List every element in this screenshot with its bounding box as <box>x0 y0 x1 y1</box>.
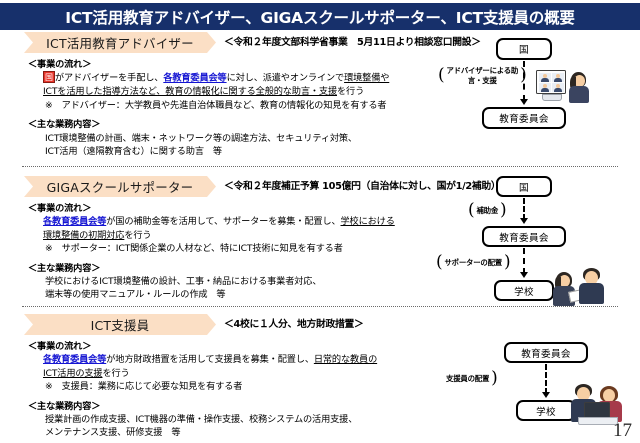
section-body-3: ＜事業の流れ＞ 各教育委員会等が地方財政措置を活用して支援員を募集・配置し、日常… <box>28 339 448 440</box>
section-body-1: ＜事業の流れ＞ 国がアドバイザーを手配し、各教育委員会等に対し、派遣やオンライン… <box>28 57 448 158</box>
link-boards-of-education-1: 各教育委員会等 <box>163 72 227 84</box>
section-divider-2 <box>22 306 618 307</box>
section-body-2: ＜事業の流れ＞ 各教育委員会等が国の補助金等を活用して、サポーターを募集・配置し… <box>28 201 448 302</box>
diagram-edge-label-text-3: 支援員の配置 <box>446 373 490 383</box>
duties-line-2-2: 端末等の使用マニュアル・ルールの作成 等 <box>45 289 226 301</box>
flow-line-2-1: 各教育委員会等が国の補助金等を活用して、サポーターを募集・配置し、学校における <box>43 216 395 228</box>
flow-heading-2: ＜事業の流れ＞ <box>28 203 92 214</box>
person-viewer-icon <box>567 72 591 103</box>
link-boards-of-education-3: 各教育委員会等 <box>43 354 107 366</box>
pc-base-icon <box>578 417 618 425</box>
link-boards-of-education-2: 各教育委員会等 <box>43 216 107 228</box>
duties-heading-1: ＜主な業務内容＞ <box>28 119 101 131</box>
bracket-right-icon: ) <box>520 65 527 85</box>
diagram-arrow-line-2a <box>523 198 525 220</box>
flow-line-1-2: ICTを活用した指導方法など、教育の情報化に関する全般的な助言・支援を行う <box>43 86 365 98</box>
flow-heading-3: ＜事業の流れ＞ <box>28 341 92 352</box>
section-note-3: ＜4校に１人分、地方財政措置＞ <box>224 319 364 330</box>
flow-note-1: ※ アドバイザー：大学教員や先進自治体職員など、教育の情報化の知見を有する者 <box>45 99 387 111</box>
diagram-edge-label-text-2a: 補助金 <box>476 205 499 215</box>
diagram-arrow-line-3 <box>545 364 547 394</box>
duties-line-1-1: ICT環境整備の計画、端末・ネットワーク等の調達方法、セキュリティ対策、 <box>45 132 357 144</box>
video-conference-illustration <box>536 70 596 104</box>
flow-note-3: ※ 支援員：業務に応じて必要な知見を有する者 <box>45 381 243 393</box>
diagram-arrow-head-3 <box>542 392 550 398</box>
section-banner-3: ICT支援員 <box>24 314 216 335</box>
diagram-arrow-head-1 <box>520 99 528 105</box>
section-banner-1: ICT活用教育アドバイザー <box>24 32 216 53</box>
diagram-node-country-2: 国 <box>496 176 552 197</box>
section-banner-label-3: ICT支援員 <box>90 318 150 333</box>
diagram-arrow-line-1 <box>523 61 525 101</box>
bracket-left-icon: ( <box>436 252 443 272</box>
flow-line-3-2: ICT活用の支援を行う <box>43 367 130 379</box>
bracket-right-icon: ) <box>503 252 511 272</box>
section-note-1: ＜令和２年度文部科学省事業 5月11日より相談窓口開設＞ <box>224 37 481 48</box>
diagram-arrow-head-2a <box>520 218 528 224</box>
diagram-edge-label-3: 支援員の配置 ) <box>446 370 498 387</box>
flow-line-1-1: 国がアドバイザーを手配し、各教育委員会等に対し、派遣やオンラインで環境整備や <box>43 71 390 84</box>
flow-note-2: ※ サポーター：ICT関係企業の人材など、特にICT技術に知見を有する者 <box>45 243 343 255</box>
section-banner-2: GIGAスクールサポーター <box>24 176 216 197</box>
diagram-arrow-head-2b <box>520 272 528 278</box>
handover-illustration <box>552 268 612 306</box>
bracket-left-icon: ( <box>468 200 475 220</box>
duties-line-2-1: 学校におけるICT環境整備の設計、工事・納品における事業者対応、 <box>45 276 322 288</box>
diagram-node-country-1: 国 <box>496 38 552 60</box>
diagram-3: 教育委員会 学校 支援員の配置 ) <box>446 312 640 443</box>
section-ict-support-staff: ICT支援員 ＜4校に１人分、地方財政措置＞ ＜事業の流れ＞ 各教育委員会等が地… <box>0 312 640 443</box>
slide-title-bar: ICT活用教育アドバイザー、GIGAスクールサポーター、ICT支援員の概要 <box>0 3 640 30</box>
diagram-arrow-line-2b <box>523 248 525 274</box>
diagram-node-school-3: 学校 <box>516 400 576 421</box>
diagram-edge-label-text-2b: サポーターの配置 <box>444 257 502 267</box>
flow-heading-1: ＜事業の流れ＞ <box>28 59 92 70</box>
diagram-node-boe-1: 教育委員会 <box>482 107 566 129</box>
person-right-icon <box>578 268 606 304</box>
diagram-node-boe-2: 教育委員会 <box>482 226 566 247</box>
section-divider-1 <box>22 166 618 167</box>
bracket-right-icon: ) <box>491 368 498 388</box>
diagram-edge-label-2b: ( サポーターの配置 ) <box>436 252 511 272</box>
section-ict-advisor: ICT活用教育アドバイザー ＜令和２年度文部科学省事業 5月11日より相談窓口開… <box>0 30 640 162</box>
section-banner-label-1: ICT活用教育アドバイザー <box>46 36 194 51</box>
bracket-right-icon: ) <box>500 200 507 220</box>
duties-heading-2: ＜主な業務内容＞ <box>28 262 101 274</box>
kuni-badge-icon: 国 <box>43 71 55 84</box>
monitor-icon <box>536 70 566 94</box>
diagram-node-boe-3: 教育委員会 <box>504 342 588 363</box>
diagram-edge-label-2a: ( 補助金 ) <box>468 200 507 220</box>
page-number: 17 <box>613 420 632 441</box>
duties-line-3-2: メンテナンス支援、研修支援 等 <box>45 427 181 439</box>
flow-line-3-1: 各教育委員会等が地方財政措置を活用して支援員を募集・配置し、日常的な教員の <box>43 354 378 366</box>
diagram-1: 国 教育委員会 ( アドバイザーによる助言・支援 ) <box>438 30 640 162</box>
page-title: ICT活用教育アドバイザー、GIGAスクールサポーター、ICT支援員の概要 <box>65 8 575 27</box>
diagram-edge-label-text-1: アドバイザーによる助言・支援 <box>446 66 519 85</box>
bracket-left-icon: ( <box>438 65 445 85</box>
diagram-edge-label-1: ( アドバイザーによる助言・支援 ) <box>438 66 527 85</box>
section-banner-label-2: GIGAスクールサポーター <box>46 180 194 195</box>
flow-line-2-2: 環境整備の初期対応を行う <box>43 229 152 241</box>
section-giga-supporter: GIGAスクールサポーター ＜令和２年度補正予算 105億円（自治体に対し、国が… <box>0 174 640 306</box>
duties-heading-3: ＜主な業務内容＞ <box>28 400 101 412</box>
duties-line-3-1: 授業計画の作成支援、ICT機器の準備・操作支援、校務システムの活用支援、 <box>45 414 358 426</box>
diagram-2: 国 教育委員会 学校 ( 補助金 ) ( サポーターの配置 ) <box>436 174 640 306</box>
monitor-stand-icon <box>542 94 562 101</box>
diagram-node-school-2: 学校 <box>494 280 554 301</box>
pc-support-illustration <box>570 384 634 425</box>
duties-line-1-2: ICT活用（遠隔教育含む）に関する助言 等 <box>45 145 222 157</box>
section-note-2: ＜令和２年度補正予算 105億円（自治体に対し、国が1/2補助）＞ <box>224 181 510 192</box>
